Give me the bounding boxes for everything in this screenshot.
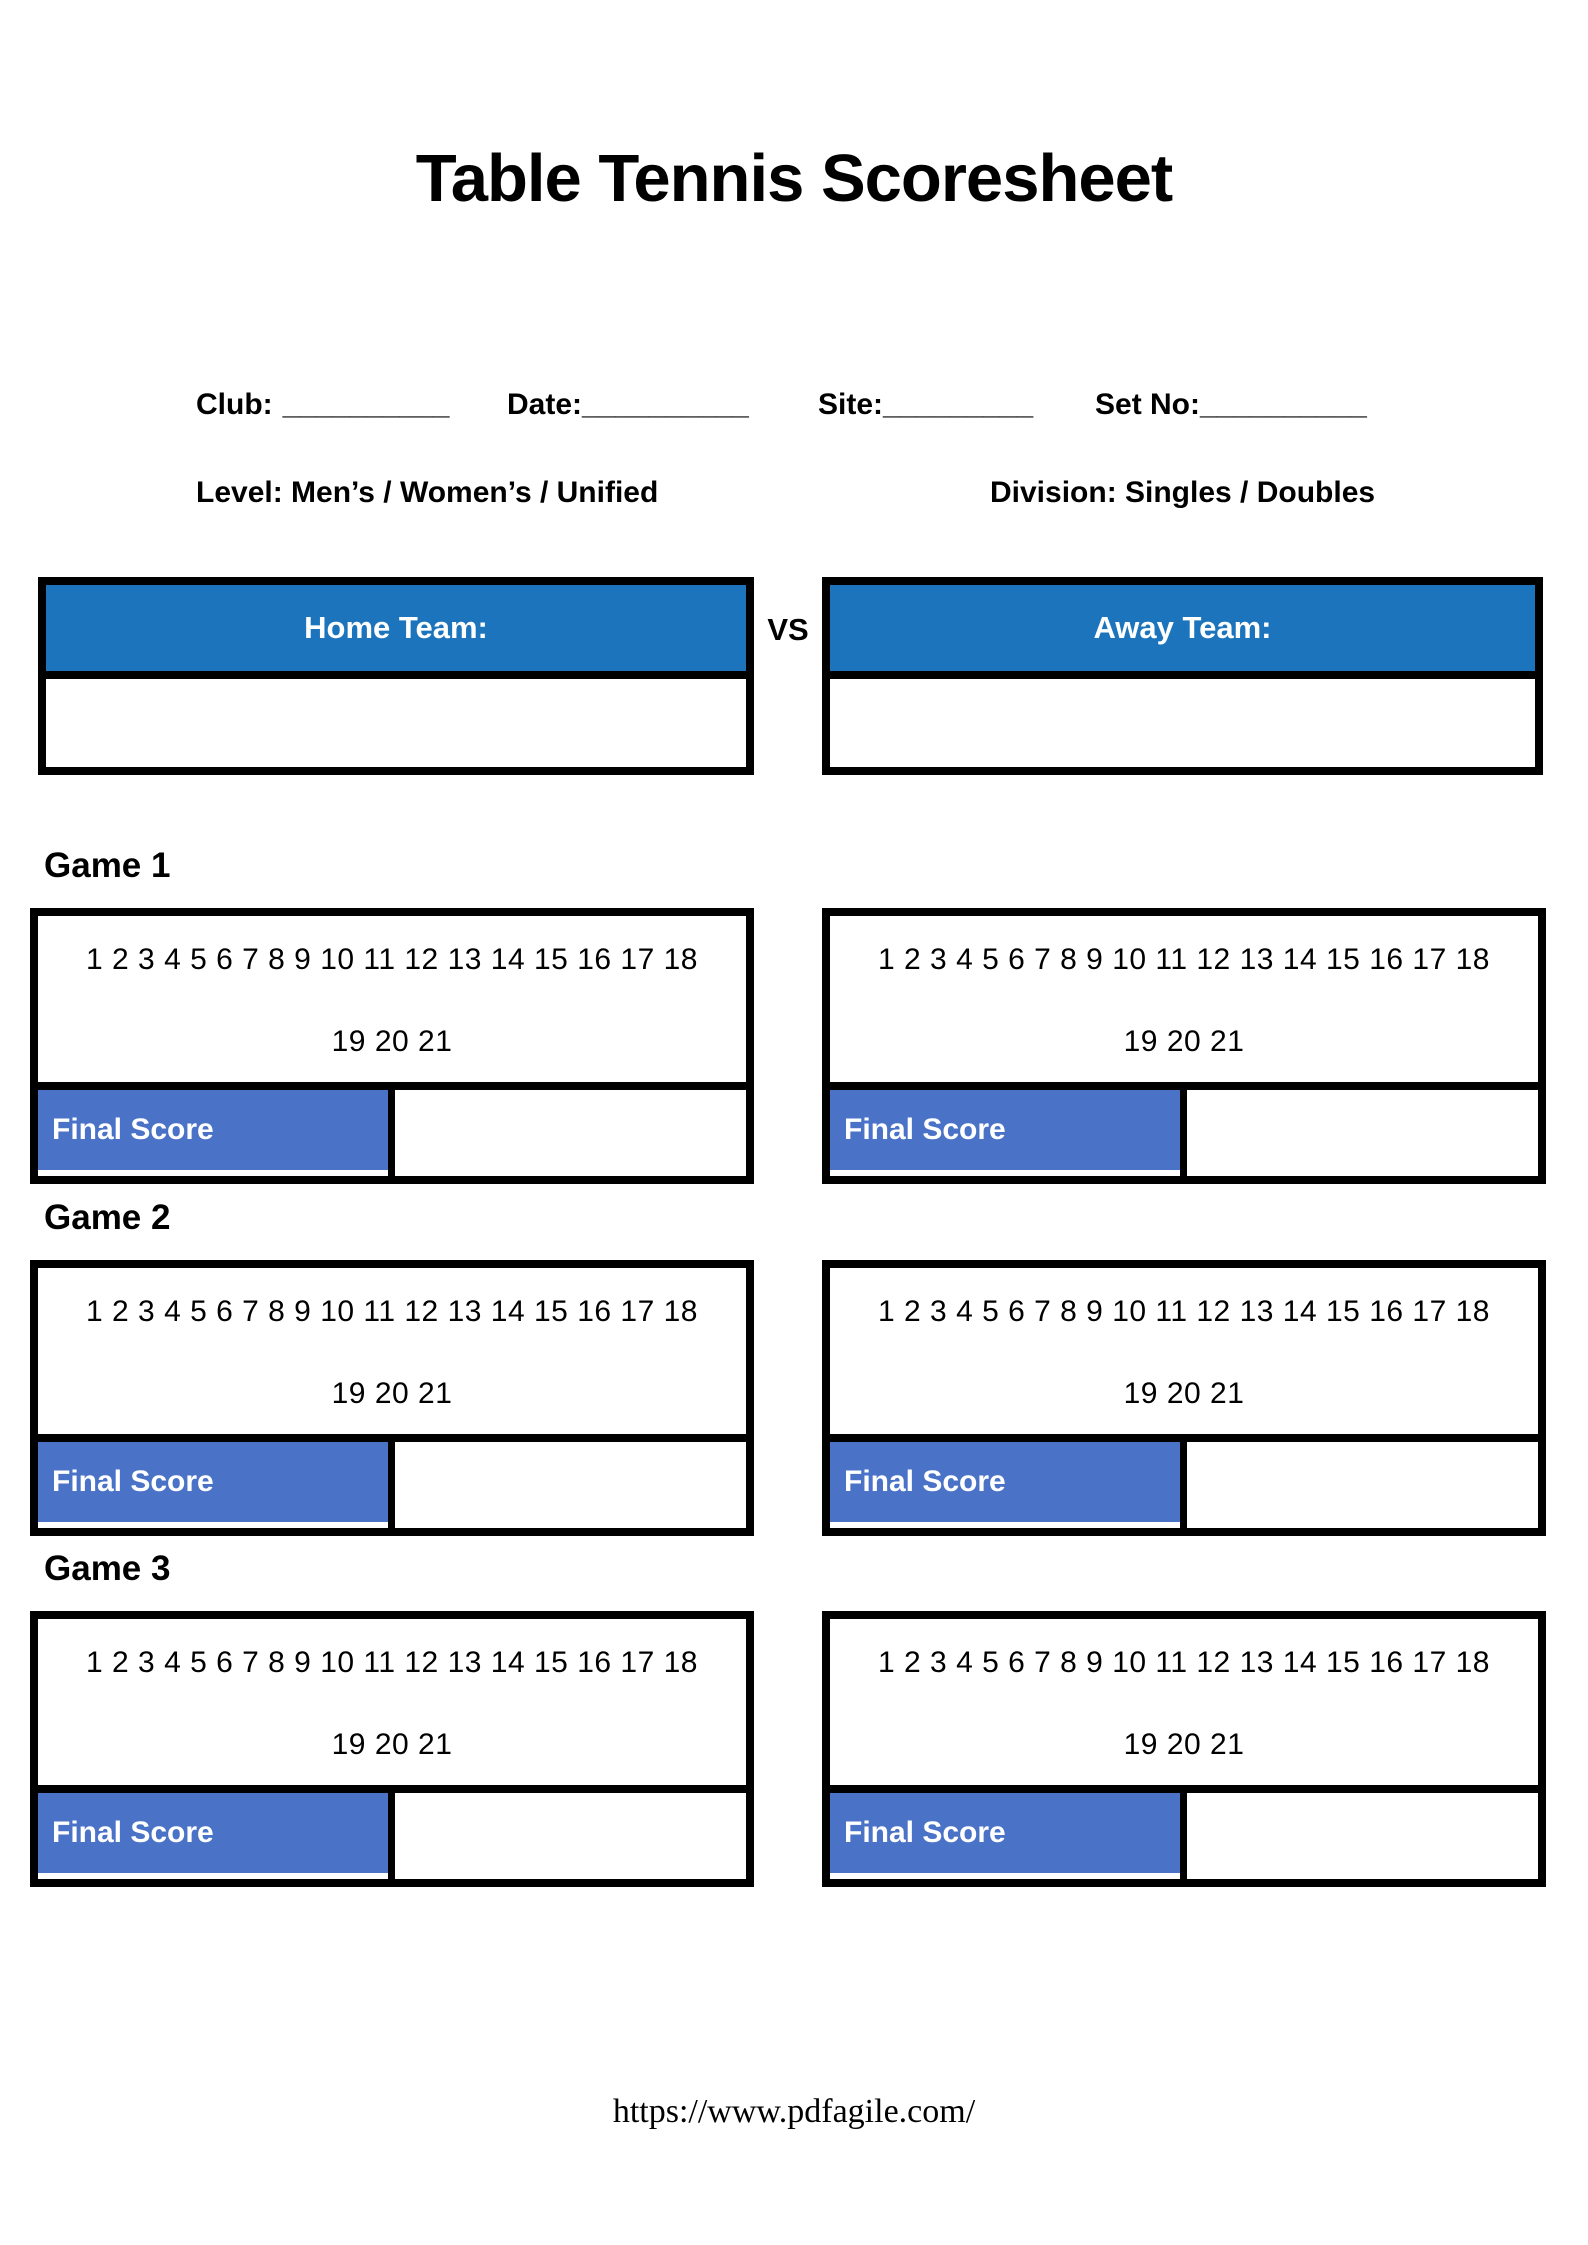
club-field: Club: __________: [196, 388, 450, 422]
final-score-label-cell: Final Score: [38, 1090, 395, 1176]
club-blank-line[interactable]: __________: [282, 388, 450, 421]
points-row-2: 19 20 21: [331, 1728, 453, 1761]
game-1-away-points-grid[interactable]: 1 2 3 4 5 6 7 8 9 10 11 12 13 14 15 16 1…: [830, 916, 1538, 1082]
set-no-blank-line[interactable]: __________: [1200, 388, 1367, 421]
points-row-2: 19 20 21: [331, 1025, 453, 1058]
final-score-label: Final Score: [38, 1090, 388, 1170]
final-score-label-cell: Final Score: [830, 1793, 1187, 1879]
final-score-row: Final Score: [38, 1434, 746, 1528]
vs-label: VS: [767, 612, 809, 647]
final-score-label: Final Score: [830, 1793, 1180, 1873]
date-label: Date:: [507, 388, 583, 421]
points-row-1: 1 2 3 4 5 6 7 8 9 10 11 12 13 14 15 16 1…: [878, 1646, 1490, 1679]
game-3-away-points-grid[interactable]: 1 2 3 4 5 6 7 8 9 10 11 12 13 14 15 16 1…: [830, 1619, 1538, 1785]
page-title: Table Tennis Scoresheet: [415, 141, 1173, 216]
site-blank-line[interactable]: _________: [883, 388, 1034, 421]
final-score-label: Final Score: [830, 1090, 1180, 1170]
points-row-1: 1 2 3 4 5 6 7 8 9 10 11 12 13 14 15 16 1…: [878, 1295, 1490, 1328]
date-blank-line[interactable]: __________: [582, 388, 749, 421]
level-label: Level: Men’s / Women’s / Unified: [196, 476, 659, 509]
game-2-away-points-grid[interactable]: 1 2 3 4 5 6 7 8 9 10 11 12 13 14 15 16 1…: [830, 1268, 1538, 1434]
game-2-home-final-score-cell[interactable]: [395, 1442, 746, 1528]
division-label: Division: Singles / Doubles: [990, 476, 1376, 509]
away-team-table: Away Team:: [822, 577, 1543, 775]
final-score-row: Final Score: [38, 1785, 746, 1879]
game-3-home-scorebox: 1 2 3 4 5 6 7 8 9 10 11 12 13 14 15 16 1…: [30, 1611, 754, 1887]
date-field: Date:__________: [507, 388, 749, 422]
game-3-label: Game 3: [44, 1549, 171, 1588]
home-team-header: Home Team:: [46, 585, 746, 679]
points-row-2: 19 20 21: [331, 1377, 453, 1410]
away-team-label: Away Team:: [1093, 610, 1272, 645]
game-1-away-final-score-cell[interactable]: [1187, 1090, 1538, 1176]
final-score-label-cell: Final Score: [38, 1793, 395, 1879]
set-no-label: Set No:: [1095, 388, 1200, 421]
final-score-row: Final Score: [830, 1434, 1538, 1528]
final-score-row: Final Score: [830, 1082, 1538, 1176]
points-row-2: 19 20 21: [1123, 1025, 1245, 1058]
final-score-row: Final Score: [830, 1785, 1538, 1879]
game-1-away-scorebox: 1 2 3 4 5 6 7 8 9 10 11 12 13 14 15 16 1…: [822, 908, 1546, 1184]
game-3-home-points-grid[interactable]: 1 2 3 4 5 6 7 8 9 10 11 12 13 14 15 16 1…: [38, 1619, 746, 1785]
home-team-table: Home Team:: [38, 577, 754, 775]
final-score-label-cell: Final Score: [38, 1442, 395, 1528]
club-label: Club:: [196, 388, 273, 421]
game-3-away-final-score-cell[interactable]: [1187, 1793, 1538, 1879]
game-2-home-scorebox: 1 2 3 4 5 6 7 8 9 10 11 12 13 14 15 16 1…: [30, 1260, 754, 1536]
away-team-header: Away Team:: [830, 585, 1535, 679]
game-1-home-scorebox: 1 2 3 4 5 6 7 8 9 10 11 12 13 14 15 16 1…: [30, 908, 754, 1184]
footer-url-link[interactable]: https://www.pdfagile.com/: [612, 2093, 976, 2130]
points-row-2: 19 20 21: [1123, 1728, 1245, 1761]
points-row-2: 19 20 21: [1123, 1377, 1245, 1410]
away-team-name-cell[interactable]: [830, 679, 1535, 767]
site-label: Site:: [818, 388, 884, 421]
game-2-home-points-grid[interactable]: 1 2 3 4 5 6 7 8 9 10 11 12 13 14 15 16 1…: [38, 1268, 746, 1434]
home-team-name-cell[interactable]: [46, 679, 746, 767]
points-row-1: 1 2 3 4 5 6 7 8 9 10 11 12 13 14 15 16 1…: [86, 1646, 698, 1679]
final-score-label-cell: Final Score: [830, 1442, 1187, 1528]
points-row-1: 1 2 3 4 5 6 7 8 9 10 11 12 13 14 15 16 1…: [878, 943, 1490, 976]
set-no-field: Set No:__________: [1095, 388, 1367, 422]
game-3-home-final-score-cell[interactable]: [395, 1793, 746, 1879]
final-score-label-cell: Final Score: [830, 1090, 1187, 1176]
game-2-label: Game 2: [44, 1198, 171, 1237]
home-team-label: Home Team:: [304, 610, 488, 645]
final-score-label: Final Score: [38, 1793, 388, 1873]
final-score-label: Final Score: [38, 1442, 388, 1522]
final-score-label: Final Score: [830, 1442, 1180, 1522]
site-field: Site:_________: [818, 388, 1033, 422]
game-1-home-final-score-cell[interactable]: [395, 1090, 746, 1176]
points-row-1: 1 2 3 4 5 6 7 8 9 10 11 12 13 14 15 16 1…: [86, 1295, 698, 1328]
points-row-1: 1 2 3 4 5 6 7 8 9 10 11 12 13 14 15 16 1…: [86, 943, 698, 976]
final-score-row: Final Score: [38, 1082, 746, 1176]
game-2-away-final-score-cell[interactable]: [1187, 1442, 1538, 1528]
game-1-label: Game 1: [44, 846, 171, 885]
game-3-away-scorebox: 1 2 3 4 5 6 7 8 9 10 11 12 13 14 15 16 1…: [822, 1611, 1546, 1887]
game-2-away-scorebox: 1 2 3 4 5 6 7 8 9 10 11 12 13 14 15 16 1…: [822, 1260, 1546, 1536]
game-1-home-points-grid[interactable]: 1 2 3 4 5 6 7 8 9 10 11 12 13 14 15 16 1…: [38, 916, 746, 1082]
